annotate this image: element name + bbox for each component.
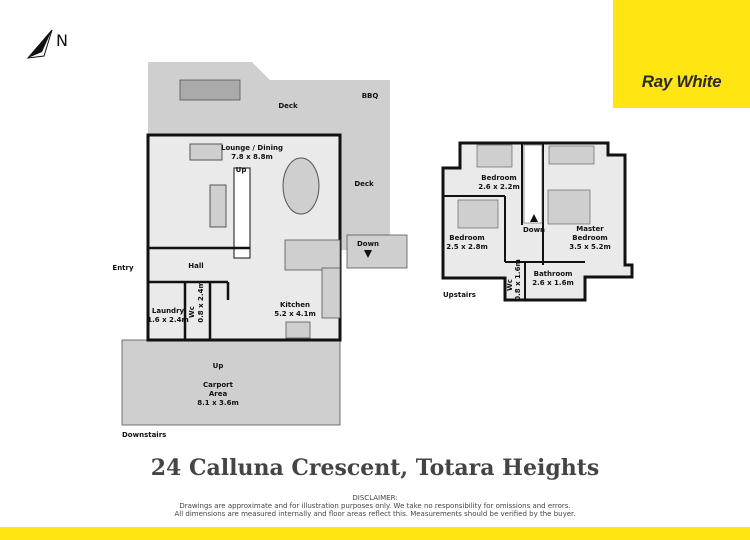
logo-text: Ray White: [641, 72, 722, 91]
north-label: N: [56, 31, 68, 50]
kitchen-bench: [284, 239, 341, 271]
dining-table-icon: [282, 157, 320, 215]
upstairs-plan: Bedroom 2.6 x 2.2m Bedroom 2.5 x 2.8m Ma…: [441, 141, 634, 302]
disclaimer-line-1: Drawings are approximate and for illustr…: [179, 502, 571, 510]
carport-label-2: Area: [209, 390, 228, 398]
bed-icon: [476, 144, 513, 168]
upstairs-wc-size: 0.8 x 1.6m: [514, 259, 522, 300]
bottom-brand-bar: [0, 527, 750, 540]
bed-icon-3: [547, 189, 591, 225]
staircase-upstairs: [523, 144, 543, 224]
outdoor-table-icon: [179, 79, 241, 101]
property-address: 24 Calluna Crescent, Totara Heights: [150, 455, 600, 481]
entry-label: Entry: [112, 264, 134, 272]
laundry-size: 1.6 x 2.4m: [147, 316, 188, 324]
hall-label: Hall: [188, 262, 203, 270]
downstairs-plan: Lounge / Dining 7.8 x 8.8m Up Hall Entry…: [112, 133, 342, 439]
bedroom1-size: 2.6 x 2.2m: [478, 183, 519, 191]
carport-size: 8.1 x 3.6m: [197, 399, 238, 407]
up-arrow-icon: [530, 214, 538, 222]
bedroom2-size: 2.5 x 2.8m: [446, 243, 487, 251]
disclaimer-line-2: All dimensions are measured internally a…: [174, 510, 576, 518]
wc-size: 0.8 x 2.4m: [197, 281, 205, 322]
north-arrow-icon: N: [26, 29, 68, 59]
master-label: Master: [576, 225, 604, 233]
bathroom-size: 2.6 x 1.6m: [532, 279, 573, 287]
bed-icon-2: [457, 199, 499, 229]
wc-label: Wc: [188, 306, 196, 318]
master-size: 3.5 x 5.2m: [569, 243, 610, 251]
up-label-2: Up: [213, 362, 224, 370]
downstairs-label: Downstairs: [122, 431, 166, 439]
upstairs-label: Upstairs: [443, 291, 476, 299]
deck: Deck BBQ Deck Down: [148, 62, 408, 269]
down-label-upstairs: Down: [523, 226, 545, 234]
carport: Carport Area 8.1 x 3.6m: [121, 339, 341, 426]
up-label: Up: [236, 166, 247, 174]
lounge-label: Lounge / Dining: [221, 144, 283, 152]
bathroom-label: Bathroom: [534, 270, 573, 278]
kitchen-size: 5.2 x 4.1m: [274, 310, 315, 318]
cooktop-icon: [285, 321, 311, 339]
upstairs-wc-label: Wc: [506, 279, 514, 291]
kitchen-label: Kitchen: [280, 301, 310, 309]
disclaimer-heading: DISCLAIMER:: [352, 494, 398, 502]
bedroom2-label: Bedroom: [449, 234, 484, 242]
down-label: Down: [357, 240, 379, 248]
sofa-icon-2: [209, 184, 227, 228]
bedroom1-label: Bedroom: [481, 174, 516, 182]
ray-white-logo: Ray White: [613, 0, 750, 108]
sofa-icon: [189, 143, 223, 161]
down-arrow-icon: [364, 250, 372, 258]
staircase: [233, 167, 251, 259]
deck-label-2: Deck: [354, 180, 374, 188]
deck-label: Deck: [278, 102, 298, 110]
sofa-icon-3: [548, 145, 595, 165]
lounge-size: 7.8 x 8.8m: [231, 153, 272, 161]
laundry-label: Laundry: [152, 307, 185, 315]
carport-label: Carport: [203, 381, 234, 389]
bbq-label: BBQ: [362, 92, 379, 100]
master-label-2: Bedroom: [572, 234, 607, 242]
